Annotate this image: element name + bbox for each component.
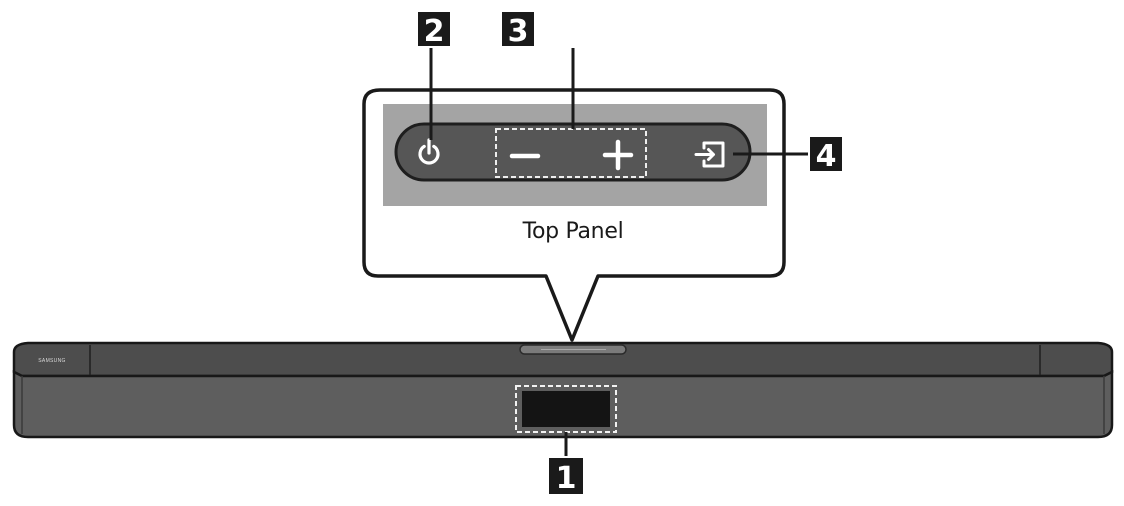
panel-caption: Top Panel bbox=[522, 219, 624, 244]
volume-down-button[interactable] bbox=[505, 135, 545, 171]
soundbar: SAMSUNG bbox=[12, 341, 1114, 439]
power-icon bbox=[418, 138, 440, 165]
plus-icon bbox=[602, 139, 634, 171]
top-panel-callout: Top Panel bbox=[362, 88, 786, 342]
callout-badge-2: 2 bbox=[418, 12, 450, 49]
soundbar-top-face bbox=[12, 341, 1114, 378]
volume-buttons-highlight bbox=[495, 128, 647, 178]
svg-text:2: 2 bbox=[424, 14, 445, 49]
power-button[interactable] bbox=[410, 132, 452, 174]
source-input-icon bbox=[694, 141, 725, 168]
display-window bbox=[522, 391, 610, 427]
volume-up-button[interactable] bbox=[598, 135, 638, 171]
svg-text:1: 1 bbox=[556, 461, 577, 496]
leader-lines bbox=[429, 48, 808, 456]
svg-text:3: 3 bbox=[508, 14, 529, 49]
callout-badge-4: 4 bbox=[810, 137, 842, 174]
brand-logo: SAMSUNG bbox=[38, 358, 65, 364]
callout-badge-1: 1 bbox=[549, 458, 583, 496]
source-button[interactable] bbox=[690, 136, 728, 172]
svg-text:4: 4 bbox=[816, 139, 837, 174]
callout-badge-3: 3 bbox=[502, 12, 534, 49]
